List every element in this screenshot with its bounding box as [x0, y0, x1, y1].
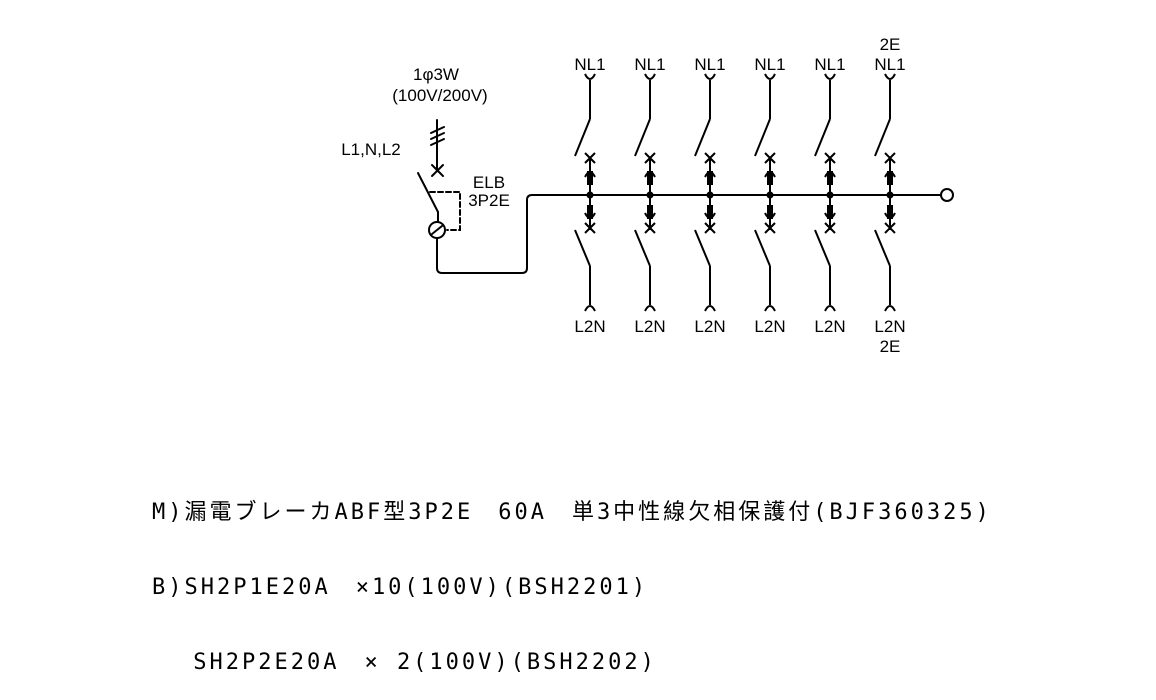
branch-bottom-extra-label: 2E [880, 337, 901, 356]
branch-top-label: NL1 [694, 55, 725, 74]
plug-contact-icon [584, 212, 596, 219]
branch-top-extra-label: 2E [880, 35, 901, 54]
top-terminal-icon [764, 73, 776, 80]
earth-leakage-detector-icon [428, 221, 446, 239]
top-switch-blade [754, 118, 771, 157]
bottom-terminal-icon [764, 305, 776, 312]
supply-conductors-label: L1,N,L2 [341, 140, 401, 159]
bottom-terminal-icon [884, 305, 896, 312]
branch-top-label: NL1 [574, 55, 605, 74]
bottom-switch-blade [814, 229, 831, 267]
top-switch-blade [874, 118, 891, 157]
branch-circuit [634, 73, 656, 312]
top-switch-blade [634, 118, 651, 157]
branch-bottom-label: L2N [694, 317, 725, 336]
branch-circuit [574, 73, 596, 312]
bus-junction-icon [886, 191, 894, 199]
three-wire-mark-icon [430, 126, 445, 146]
bus-junction-icon [586, 191, 594, 199]
bottom-terminal-icon [584, 305, 596, 312]
plug-contact-icon [764, 212, 776, 219]
terminal-x-icon [431, 164, 444, 177]
top-switch-blade [574, 118, 591, 157]
branch-top-label: NL1 [874, 55, 905, 74]
branch-bottom-label: L2N [634, 317, 665, 336]
bottom-terminal-icon [704, 305, 716, 312]
bottom-switch-blade [634, 229, 651, 267]
note-main-breaker: M)漏電ブレーカABF型3P2E 60A 単3中性線欠相保護付(BJF36032… [152, 500, 992, 525]
note-branch-breaker-2: SH2P2E20A × 2(100V)(BSH2202) [152, 650, 657, 675]
top-switch-blade [694, 118, 711, 157]
bus-junction-icon [766, 191, 774, 199]
single-line-diagram: 1φ3W (100V/200V) L1,N,L2 ELB 3P2E NL1L2N… [341, 35, 954, 356]
branch-top-label: NL1 [754, 55, 785, 74]
top-terminal-icon [884, 73, 896, 80]
branch-circuit [694, 73, 716, 312]
bottom-terminal-icon [824, 305, 836, 312]
branch-bottom-label: L2N [874, 317, 905, 336]
bottom-switch-blade [874, 229, 891, 267]
main-breaker-poles-label: 3P2E [468, 191, 510, 210]
plug-contact-icon [644, 212, 656, 219]
elb-leakage-box [429, 191, 461, 231]
supply-phase-label: 1φ3W [413, 65, 459, 84]
main-switch-blade [417, 172, 439, 213]
feeder-line [436, 194, 941, 274]
top-switch-blade [814, 118, 831, 157]
main-breaker-type-label: ELB [473, 173, 505, 192]
top-terminal-icon [704, 73, 716, 80]
branch-bottom-label: L2N [754, 317, 785, 336]
bottom-terminal-icon [644, 305, 656, 312]
bus-junction-icon [826, 191, 834, 199]
top-terminal-icon [644, 73, 656, 80]
supply-voltage-label: (100V/200V) [392, 86, 487, 105]
branch-top-label: NL1 [634, 55, 665, 74]
bottom-switch-blade [574, 229, 591, 267]
bus-terminal-icon [940, 188, 954, 202]
plug-contact-icon [704, 212, 716, 219]
bus-junction-icon [646, 191, 654, 199]
bus-junction-icon [706, 191, 714, 199]
branch-circuit [814, 73, 836, 312]
bottom-switch-blade [694, 229, 711, 267]
plug-contact-icon [884, 212, 896, 219]
branch-top-label: NL1 [814, 55, 845, 74]
branch-bottom-label: L2N [814, 317, 845, 336]
branch-circuit [754, 73, 776, 312]
bottom-switch-blade [754, 229, 771, 267]
equipment-notes: M)漏電ブレーカABF型3P2E 60A 単3中性線欠相保護付(BJF36032… [152, 450, 992, 700]
branch-circuit [874, 73, 896, 312]
note-branch-breaker-1: B)SH2P1E20A ×10(100V)(BSH2201) [152, 575, 649, 600]
branch-bottom-label: L2N [574, 317, 605, 336]
plug-contact-icon [824, 212, 836, 219]
top-terminal-icon [824, 73, 836, 80]
top-terminal-icon [584, 73, 596, 80]
